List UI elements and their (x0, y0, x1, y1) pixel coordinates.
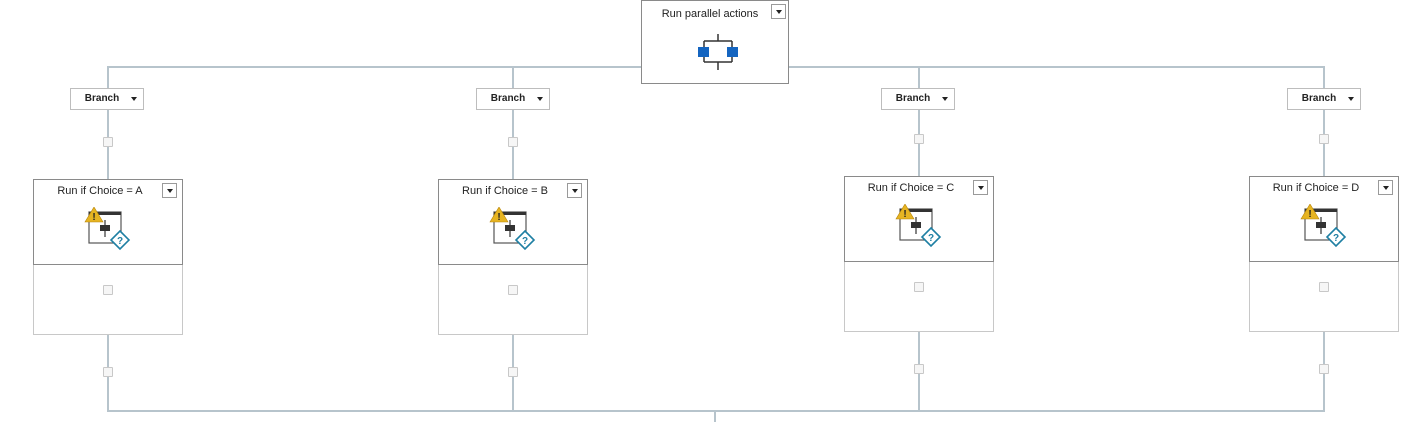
branch-d-label: Branch (1301, 93, 1337, 104)
branch-c-drop-point-1[interactable] (914, 134, 924, 144)
branch-b-drop-point-3[interactable] (508, 367, 518, 377)
chevron-down-icon (131, 97, 137, 101)
conditional-warning-icon: ! ? (489, 207, 536, 251)
branch-b-condition-activity[interactable]: Run if Choice = B ! ? (438, 179, 588, 335)
branch-c-condition-header[interactable]: Run if Choice = C ! ? (844, 176, 994, 262)
parallel-activity-title: Run parallel actions (661, 8, 759, 20)
branch-a-drop-point-3[interactable] (103, 367, 113, 377)
branch-d-drop-point-3[interactable] (1319, 364, 1329, 374)
chevron-down-icon (537, 97, 543, 101)
branch-b-button[interactable]: Branch (476, 88, 550, 110)
branch-a-condition-dropdown[interactable] (162, 183, 177, 198)
branch-c-button[interactable]: Branch (881, 88, 955, 110)
parallel-activity-dropdown[interactable] (771, 4, 786, 19)
chevron-down-icon (942, 97, 948, 101)
branch-d-drop-point-1[interactable] (1319, 134, 1329, 144)
branch-a-drop-point-2[interactable] (103, 285, 113, 295)
conditional-warning-icon: ! ? (84, 207, 131, 251)
branch-c-label: Branch (895, 93, 931, 104)
chevron-down-icon (1348, 97, 1354, 101)
svg-text:!: ! (92, 212, 95, 223)
svg-text:?: ? (928, 233, 934, 244)
svg-text:?: ? (522, 236, 528, 247)
svg-text:?: ? (117, 236, 123, 247)
branch-b-drop-point-1[interactable] (508, 137, 518, 147)
svg-text:!: ! (497, 212, 500, 223)
branch-b-condition-title: Run if Choice = B (462, 185, 548, 197)
branch-d-condition-dropdown[interactable] (1378, 180, 1393, 195)
branch-c-condition-dropdown[interactable] (973, 180, 988, 195)
branch-b-drop-point-2[interactable] (508, 285, 518, 295)
branch-d-condition-title: Run if Choice = D (1272, 182, 1360, 194)
branch-a-label: Branch (84, 93, 120, 104)
branch-c-drop-point-3[interactable] (914, 364, 924, 374)
branch-b-condition-dropdown[interactable] (567, 183, 582, 198)
branch-d-drop-point-2[interactable] (1319, 282, 1329, 292)
parallel-icon (698, 34, 738, 70)
branch-d-condition-header[interactable]: Run if Choice = D ! ? (1249, 176, 1399, 262)
branch-d-condition-activity[interactable]: Run if Choice = D ! ? (1249, 176, 1399, 332)
branch-c-condition-title: Run if Choice = C (867, 182, 955, 194)
conditional-warning-icon: ! ? (1300, 204, 1347, 248)
branch-c-condition-activity[interactable]: Run if Choice = C ! ? (844, 176, 994, 332)
branch-b-condition-header[interactable]: Run if Choice = B ! ? (438, 179, 588, 265)
branch-a-condition-title: Run if Choice = A (57, 185, 143, 197)
branch-a-condition-activity[interactable]: Run if Choice = A ! ? (33, 179, 183, 335)
branch-a-condition-header[interactable]: Run if Choice = A ! ? (33, 179, 183, 265)
conditional-warning-icon: ! ? (895, 204, 942, 248)
parallel-activity[interactable]: Run parallel actions (641, 0, 789, 84)
branch-a-drop-point-1[interactable] (103, 137, 113, 147)
svg-text:!: ! (1308, 209, 1311, 220)
branch-c-drop-point-2[interactable] (914, 282, 924, 292)
svg-text:?: ? (1333, 233, 1339, 244)
svg-text:!: ! (903, 209, 906, 220)
branch-b-label: Branch (490, 93, 526, 104)
branch-d-button[interactable]: Branch (1287, 88, 1361, 110)
connector-bottom-exit (714, 411, 716, 422)
connector-bottom-horizontal (107, 410, 1325, 412)
branch-a-button[interactable]: Branch (70, 88, 144, 110)
